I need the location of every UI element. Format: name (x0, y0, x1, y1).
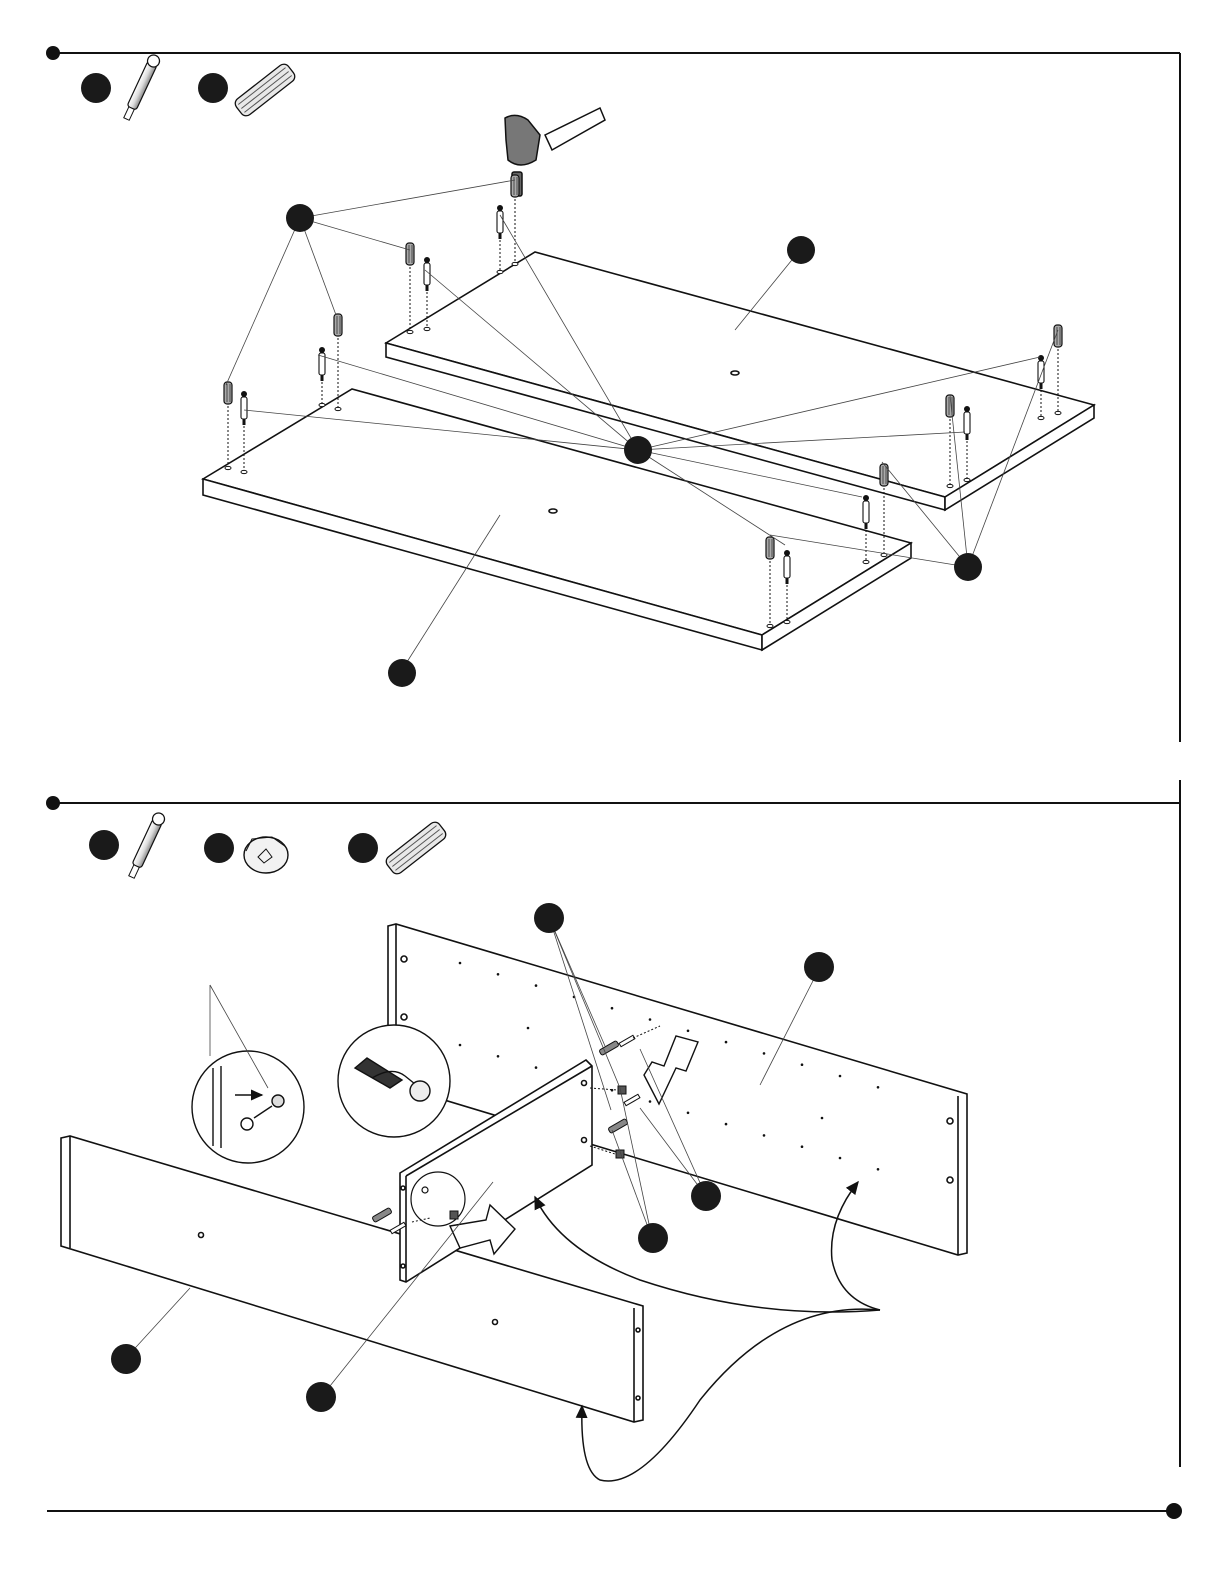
callout-wood-dowel (198, 73, 228, 103)
callout-side-panel (306, 1382, 336, 1412)
wood-dowel (372, 1207, 392, 1222)
callout-upper-panel (787, 236, 815, 264)
wood-dowel (224, 382, 232, 404)
callout-cam-bolt (81, 73, 111, 103)
cam-bolt (1038, 355, 1044, 389)
cam-lock-icon (244, 837, 288, 873)
insertion-guide (319, 378, 325, 407)
step-2-marker (46, 796, 60, 810)
callout-wood-dowel (348, 833, 378, 863)
callout-front-panel (111, 1344, 141, 1374)
wood-dowel (766, 537, 774, 559)
wood-dowel (1054, 325, 1062, 347)
callout-cam-bolt-group (638, 1223, 668, 1253)
cam-lock (450, 1211, 458, 1219)
callout-cam-bolt-group (624, 436, 652, 464)
detail-cam-lock-rotate (192, 1051, 304, 1163)
panel-hole (839, 1157, 842, 1160)
panel-hole (725, 1123, 728, 1126)
callout-dowel-group (534, 903, 564, 933)
panel-hole (763, 1052, 766, 1055)
panel-hole (497, 1055, 500, 1058)
panel-hole (877, 1168, 880, 1171)
insertion-guide (512, 199, 518, 266)
wood-dowel (334, 314, 342, 336)
callout-dowel-group (286, 204, 314, 232)
panel-hole (801, 1145, 804, 1148)
callout-cam-bolt (89, 830, 119, 860)
panel-hole (611, 1007, 614, 1010)
wood-dowel (511, 175, 519, 197)
cam-bolt-icon (126, 811, 166, 880)
cam-bolt-icon (121, 53, 161, 122)
panel-hole (725, 1041, 728, 1044)
step-1-hardware-legend (81, 53, 297, 122)
panel-hole (649, 1100, 652, 1103)
insertion-guide (407, 267, 413, 334)
callout-cam-lock (204, 833, 234, 863)
cam-bolt (863, 495, 869, 529)
panel-hole (839, 1075, 842, 1078)
detail-screwdriver-tighten (338, 1025, 450, 1137)
insertion-guide (225, 406, 231, 470)
panel-hole (649, 1018, 652, 1021)
panel-hole (877, 1086, 880, 1089)
panel-hole (801, 1063, 804, 1066)
wood-dowel (406, 243, 414, 265)
panel-hole (527, 1027, 530, 1030)
step-2-hardware-legend (89, 811, 448, 880)
cam-bolt (241, 391, 247, 425)
hammer-icon (505, 108, 605, 196)
page-end-marker (1166, 1503, 1182, 1519)
panel-hole (535, 984, 538, 987)
panel-hole (459, 962, 462, 965)
callout-cam-lock-group (691, 1181, 721, 1211)
panel-hole (687, 1112, 690, 1115)
step-1-marker (46, 46, 60, 60)
panel-hole (535, 1066, 538, 1069)
cam-bolt (497, 205, 503, 239)
cam-lock (618, 1086, 626, 1094)
insertion-guide (497, 236, 503, 274)
callout-right-dowel-group (954, 553, 982, 581)
panel-hole (821, 1117, 824, 1120)
panel-hole (459, 1044, 462, 1047)
cam-bolt (319, 347, 325, 381)
panel-hole (497, 973, 500, 976)
cam-bolt (424, 257, 430, 291)
wood-dowel-icon (233, 62, 297, 118)
callout-lower-panel (388, 659, 416, 687)
callout-back-panel (804, 952, 834, 982)
panel-hole (687, 1030, 690, 1033)
wood-dowel-icon (384, 820, 448, 876)
panel-hole (763, 1134, 766, 1137)
